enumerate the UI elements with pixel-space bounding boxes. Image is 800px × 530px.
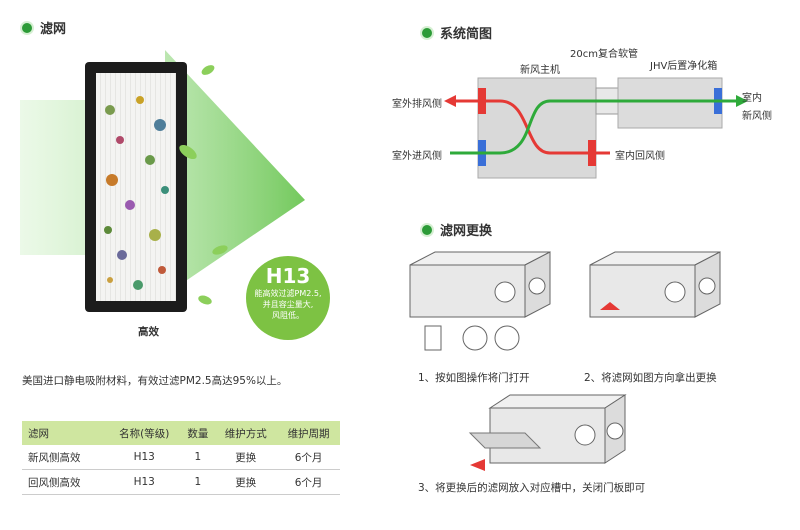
section-title-replace: 滤网更换 <box>420 220 492 239</box>
badge-line-3: 风阻低。 <box>272 311 304 320</box>
bullet-icon <box>420 222 434 237</box>
table-header: 维护方式 <box>214 421 278 445</box>
table-header: 名称(等级) <box>106 421 182 445</box>
filter-spec-table: 滤网 名称(等级) 数量 维护方式 维护周期 新风侧高效 H13 1 更换 6个… <box>22 421 340 495</box>
table-cell: H13 <box>106 469 182 495</box>
filter-description: 美国进口静电吸附材料，有效过滤PM2.5高达95%以上。 <box>22 375 288 387</box>
unit-step-1 <box>409 251 551 318</box>
label-jhv-box: JHV后置净化箱 <box>650 61 718 72</box>
main-unit-box <box>477 77 597 179</box>
table-header-row: 滤网 名称(等级) 数量 维护方式 维护周期 <box>22 421 340 445</box>
filter-tray <box>468 432 542 449</box>
label-outdoor-intake: 室外进风侧 <box>392 151 442 162</box>
section-title-filter: 滤网 <box>20 18 66 37</box>
label-hose: 20cm复合软管 <box>570 49 638 60</box>
filter-caption: 高效 <box>138 326 159 338</box>
step-2-caption: 2、将滤网如图方向拿出更换 <box>584 372 717 384</box>
bullet-icon <box>20 20 34 35</box>
badge-grade: H13 <box>265 264 311 288</box>
replace-illustrations <box>409 251 721 351</box>
label-main-unit: 新风主机 <box>520 65 560 76</box>
step-1-caption: 1、按如图操作将门打开 <box>418 372 530 384</box>
table-header: 数量 <box>181 421 215 445</box>
label-outdoor-exhaust: 室外排风侧 <box>392 99 442 110</box>
supply-flow-line <box>450 99 738 155</box>
table-row: 新风侧高效 H13 1 更换 6个月 <box>22 445 340 470</box>
badge-line-1: 能高效过滤PM2.5, <box>254 289 322 298</box>
leaf-icon <box>212 245 228 255</box>
table-cell: 6个月 <box>277 445 340 470</box>
label-fresh-side: 新风侧 <box>742 111 772 122</box>
exhaust-arrow-icon <box>444 95 456 107</box>
section-title-diagram: 系统简图 <box>420 23 492 42</box>
table-header: 维护周期 <box>277 421 340 445</box>
supply-arrow-icon <box>736 95 748 107</box>
unit-step-2 <box>589 251 721 318</box>
door-open-detail-icons <box>424 325 520 351</box>
table-cell: 更换 <box>214 469 278 495</box>
label-indoor: 室内 <box>742 93 762 104</box>
step-3-caption: 3、将更换后的滤网放入对应槽中，关闭门板即可 <box>418 482 646 494</box>
h13-badge: H13 能高效过滤PM2.5, 并且容尘量大, 风阻低。 <box>246 256 330 340</box>
label-indoor-return: 室内回风侧 <box>615 151 665 162</box>
particles <box>104 96 169 290</box>
table-row: 回风侧高效 H13 1 更换 6个月 <box>22 469 340 495</box>
table-header: 滤网 <box>22 421 107 445</box>
badge-line-2: 并且容尘量大, <box>262 300 314 309</box>
unit-step-3 <box>468 394 627 471</box>
filter-illustration <box>20 50 305 312</box>
leaf-icon <box>179 144 197 160</box>
pull-arrow-icon <box>600 302 620 310</box>
table-cell: 回风侧高效 <box>22 469 107 495</box>
exhaust-flow-line <box>452 99 610 155</box>
leaf-icon <box>198 295 212 305</box>
table-cell: H13 <box>106 445 182 470</box>
jhv-box <box>617 77 723 129</box>
table-cell: 1 <box>181 469 215 495</box>
table-cell: 1 <box>181 445 215 470</box>
system-diagram <box>444 77 748 179</box>
table-cell: 新风侧高效 <box>22 445 107 470</box>
insert-arrow-icon <box>470 459 485 471</box>
leaf-icon <box>201 65 215 75</box>
table-cell: 更换 <box>214 445 278 470</box>
table-cell: 6个月 <box>277 469 340 495</box>
bullet-icon <box>420 25 434 40</box>
